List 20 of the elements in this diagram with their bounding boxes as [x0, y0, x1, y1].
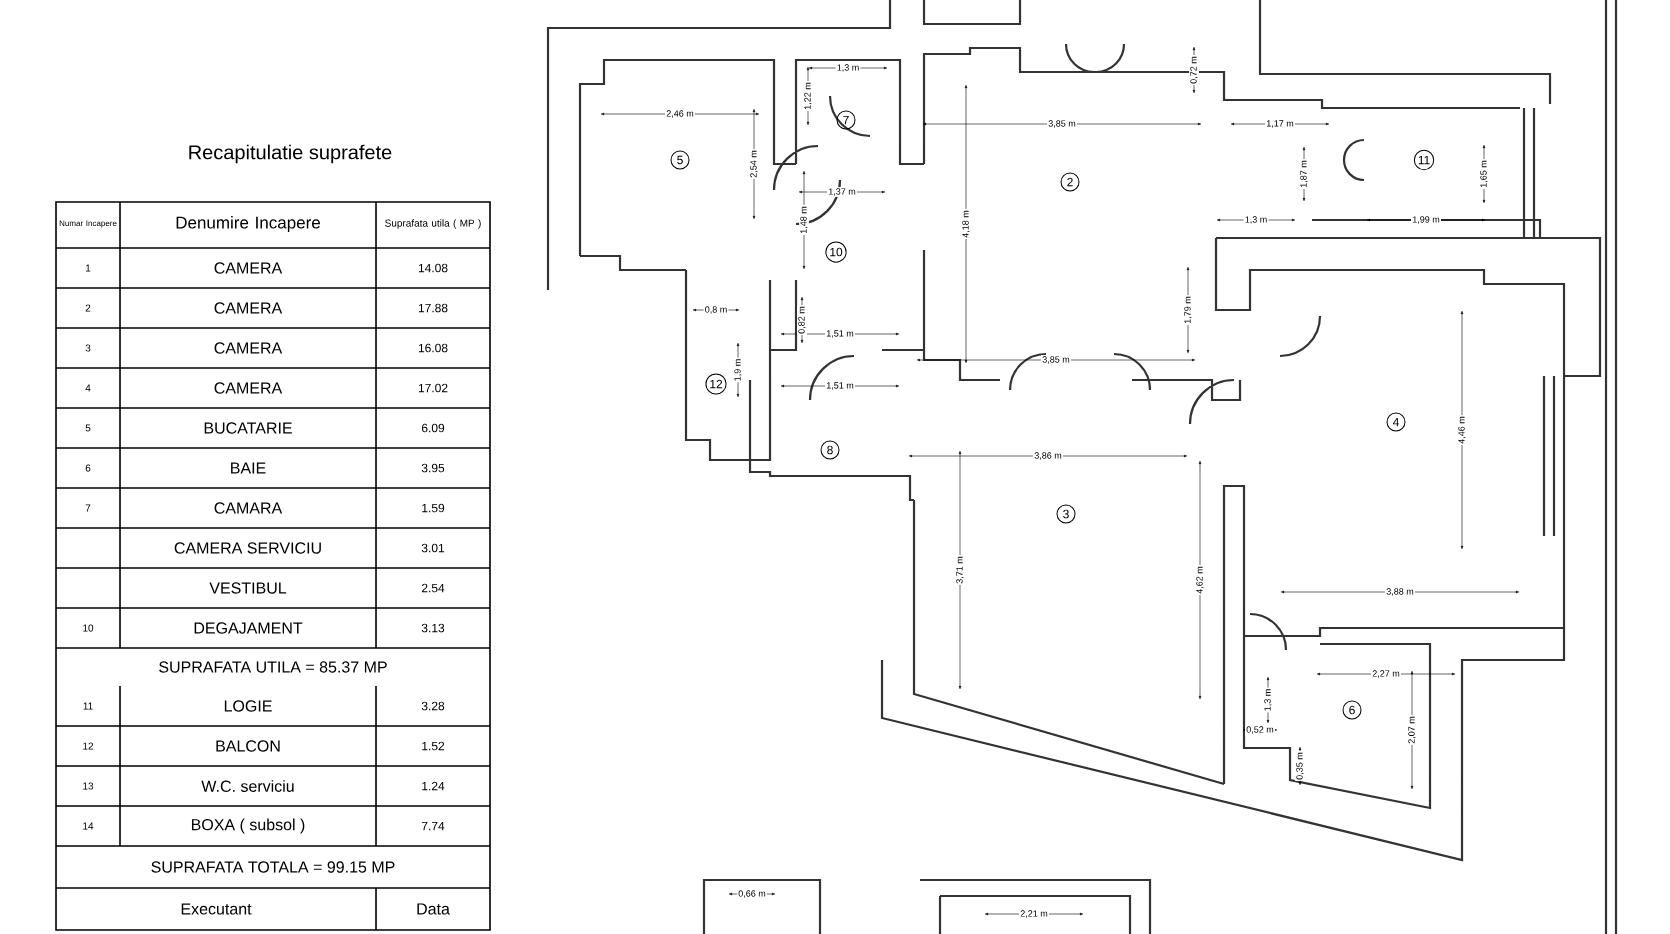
- room-name: VESTIBUL: [209, 582, 287, 594]
- room-name: BOXA ( subsol ): [191, 818, 305, 834]
- room-name: DEGAJAMENT: [194, 622, 303, 634]
- total-row: SUPRAFATA UTILA = 85.37 MP: [159, 661, 387, 673]
- column-header: Denumire Incapere: [176, 216, 320, 232]
- room-name: CAMERA: [214, 382, 283, 394]
- room-name: BUCATARIE: [204, 422, 292, 434]
- room-name: CAMERA: [214, 302, 283, 314]
- table-title: Recapitulatie suprafete: [189, 144, 392, 164]
- room-name: CAMERA: [214, 342, 283, 354]
- room-name: CAMARA: [214, 502, 283, 514]
- room-name: W.C. serviciu: [201, 780, 294, 792]
- room-name: LOGIE: [224, 700, 272, 712]
- room-name: BAIE: [231, 462, 266, 474]
- room-name: CAMERA: [214, 262, 283, 274]
- signature-field: Data: [417, 903, 450, 915]
- total-row: SUPRAFATA TOTALA = 99.15 MP: [151, 861, 395, 873]
- signature-field: Executant: [181, 903, 252, 915]
- room-name: CAMERA SERVICIU: [174, 542, 321, 554]
- room-name: BALCON: [216, 740, 280, 752]
